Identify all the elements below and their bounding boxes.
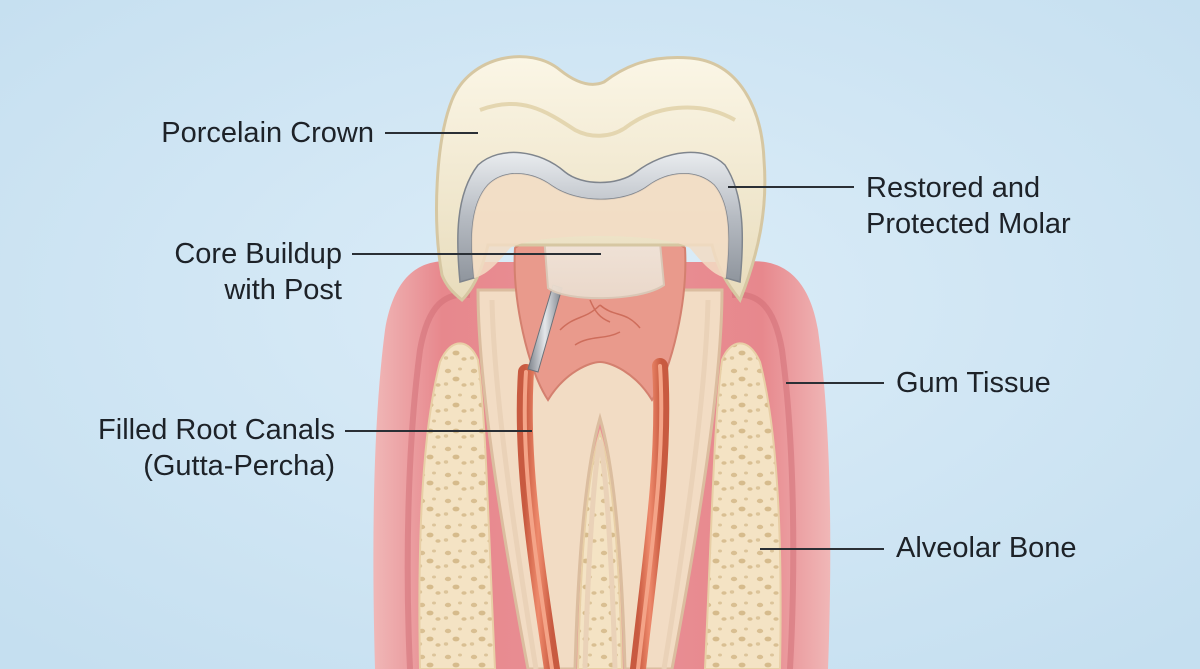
root-outline bbox=[489, 299, 711, 669]
label-core-buildup-line1: Core Buildup bbox=[174, 238, 342, 270]
label-filled-root-canals-line1: Filled Root Canals bbox=[98, 414, 335, 446]
root-canal-left-highlight bbox=[522, 370, 554, 669]
label-gum-tissue: Gum Tissue bbox=[896, 365, 1051, 401]
alveolar-bone-right bbox=[703, 342, 782, 669]
tooth-dentin-core bbox=[471, 173, 729, 278]
label-restored-molar-line2: Protected Molar bbox=[866, 208, 1071, 240]
leader-lines bbox=[345, 132, 884, 550]
label-alveolar-bone-text: Alveolar Bone bbox=[896, 532, 1077, 564]
root-canal-right-highlight bbox=[636, 364, 664, 669]
label-porcelain-crown: Porcelain Crown bbox=[161, 115, 374, 151]
label-porcelain-crown-text: Porcelain Crown bbox=[161, 117, 374, 149]
label-core-buildup-line2: with Post bbox=[224, 274, 342, 306]
label-filled-root-canals: Filled Root Canals (Gutta-Percha) bbox=[98, 412, 335, 484]
gum-inner-edge bbox=[404, 291, 797, 669]
alveolar-bone-left bbox=[418, 342, 497, 669]
label-alveolar-bone: Alveolar Bone bbox=[896, 530, 1077, 566]
label-core-buildup: Core Buildup with Post bbox=[174, 236, 342, 308]
label-gum-tissue-text: Gum Tissue bbox=[896, 367, 1051, 399]
pulp-nerves bbox=[559, 299, 641, 346]
label-restored-molar: Restored and Protected Molar bbox=[866, 170, 1071, 242]
label-filled-root-canals-line2: (Gutta-Percha) bbox=[143, 450, 335, 482]
crown-shading bbox=[479, 101, 736, 138]
label-restored-molar-line1: Restored and bbox=[866, 172, 1041, 204]
